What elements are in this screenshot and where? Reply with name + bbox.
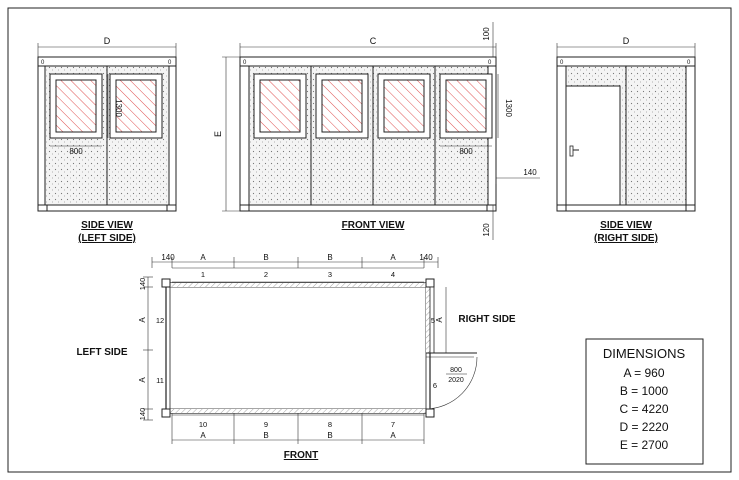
front-base-dim: 120 [482,223,491,237]
door-size-top: 800 [450,367,462,374]
plan-left-dim-2: A [138,377,147,383]
dim-item-c: C = 4220 [619,402,668,416]
plan-bottom-dim-3: A [390,431,396,440]
plan-panel-11: 11 [156,376,164,385]
plan-bottom-dim-2: B [327,431,332,440]
plan-left-dim-1: A [138,317,147,323]
svg-text:0: 0 [488,60,492,66]
plan-bottom-dim-0: A [200,431,206,440]
door-size-bottom: 2020 [448,377,464,384]
front-offset-dim: 140 [523,168,537,177]
sheet-border [7,7,732,473]
plan-panel-5: 5 [431,316,435,325]
front-view: C 100 E 0 0 1300 800 140 120 [213,22,540,240]
plan-panel-2: 2 [264,270,268,279]
dimensions-legend: DIMENSIONS A = 960 B = 1000 C = 4220 D =… [585,338,704,465]
side-left-top-dim: D [104,36,111,46]
side-right-label-2: (RIGHT SIDE) [594,233,658,244]
front-left-dim: E [213,131,223,137]
plan-panel-1: 1 [201,270,205,279]
plan-top-dim-4: A [390,253,396,262]
side-right-label-1: SIDE VIEW [600,220,652,231]
label-right-side: RIGHT SIDE [458,314,516,325]
side-left-window-width: 800 [69,147,83,156]
plan-left-dim-0: 140 [138,278,147,291]
front-roof-dim: 100 [482,27,491,41]
dim-item-a: A = 960 [623,366,664,380]
plan-panel-10: 10 [199,420,207,429]
side-right-top-dim: D [623,36,630,46]
dim-item-d: D = 2220 [619,420,668,434]
svg-text:0: 0 [168,60,172,66]
plan-door-panel: 6 [433,381,437,390]
side-view-left: D 0 0 1300 800 SIDE VIEW (LEFT SIDE) [37,36,177,244]
plan-top-dim-0: 140 [161,253,175,262]
svg-text:0: 0 [41,60,45,66]
svg-text:0: 0 [243,60,247,66]
plan-panel-8: 8 [328,420,332,429]
plan-panel-4: 4 [391,270,395,279]
dim-item-e: E = 2700 [620,438,669,452]
side-left-window-height: 1300 [114,99,123,117]
plan-top-dim-2: B [263,253,268,262]
side-view-right: D 0 0 SIDE VIEW (RIGHT SIDE) [556,36,696,244]
front-window-height: 1300 [504,99,513,117]
plan-panel-9: 9 [264,420,268,429]
plan-top-dim-3: B [327,253,332,262]
plan-left-dim-3: 140 [138,408,147,421]
plan-right-dim: A [435,317,444,323]
plan-top-dim-5: 140 [419,253,433,262]
front-window-width: 800 [459,147,473,156]
side-left-label-2: (LEFT SIDE) [78,233,136,244]
plan-bottom-dim-1: B [263,431,268,440]
plan-panel-12: 12 [156,316,164,325]
label-front: FRONT [284,450,318,461]
side-left-label-1: SIDE VIEW [81,220,133,231]
dimensions-title: DIMENSIONS [603,346,686,361]
svg-text:0: 0 [560,60,564,66]
front-top-dim: C [370,36,377,46]
dim-item-b: B = 1000 [620,384,669,398]
front-view-label: FRONT VIEW [342,220,405,231]
svg-text:0: 0 [687,60,691,66]
plan-panel-3: 3 [328,270,332,279]
label-left-side: LEFT SIDE [76,347,127,358]
plan-top-dim-1: A [200,253,206,262]
floor-plan: 140 A B B A 140 1 2 3 4 5 A 6 800 2 [76,253,516,461]
plan-panel-7: 7 [391,420,395,429]
